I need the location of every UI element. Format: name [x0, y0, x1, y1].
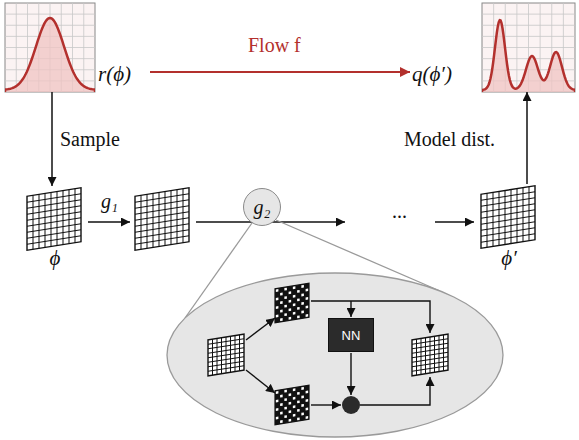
inset-ellipse	[167, 273, 503, 437]
checker-lattice	[275, 385, 309, 424]
model-plot-node: q(ϕ′)	[410, 3, 575, 92]
box-label: NN	[342, 328, 361, 343]
combine-dot	[342, 396, 360, 414]
lattice	[481, 186, 535, 249]
math-label: ϕ	[50, 246, 61, 270]
prior-plot	[5, 3, 95, 92]
arrow	[88, 221, 130, 223]
lattice	[27, 188, 81, 251]
network-box: NN	[328, 318, 374, 352]
connector-arrow	[51, 92, 53, 186]
model-plot	[482, 3, 575, 92]
edge-label: Flow f	[248, 34, 301, 57]
plot-frame	[5, 3, 95, 92]
ellipsis: ...	[392, 200, 407, 223]
lattice	[135, 188, 189, 251]
plot-frame	[482, 3, 575, 92]
layer-circle: g₂	[243, 188, 281, 226]
plot-grid	[482, 3, 575, 92]
edge-label: Model dist.	[404, 128, 495, 151]
inset-wires	[246, 301, 430, 405]
math-label: r(ϕ)	[98, 62, 131, 86]
lattice	[412, 334, 448, 376]
multimodal-curve	[482, 20, 575, 92]
connector-arrow	[526, 92, 528, 184]
lattice-node: ϕ′	[478, 184, 540, 274]
math-label: g₂	[254, 196, 271, 219]
lattice	[208, 334, 244, 376]
edge-label: Sample	[60, 128, 120, 151]
connector-arrow	[150, 71, 410, 73]
gaussian-curve	[5, 18, 95, 92]
math-label: q(ϕ′)	[412, 62, 452, 86]
checker-lattice	[275, 283, 309, 322]
plot-grid	[5, 3, 95, 92]
layer-label: g₁	[101, 190, 118, 213]
prior-plot-node: r(ϕ)	[5, 3, 150, 92]
lattices	[27, 186, 535, 425]
math-label: ϕ′	[501, 246, 516, 270]
arrow	[435, 221, 474, 223]
lattice-node: ϕ	[24, 186, 86, 274]
